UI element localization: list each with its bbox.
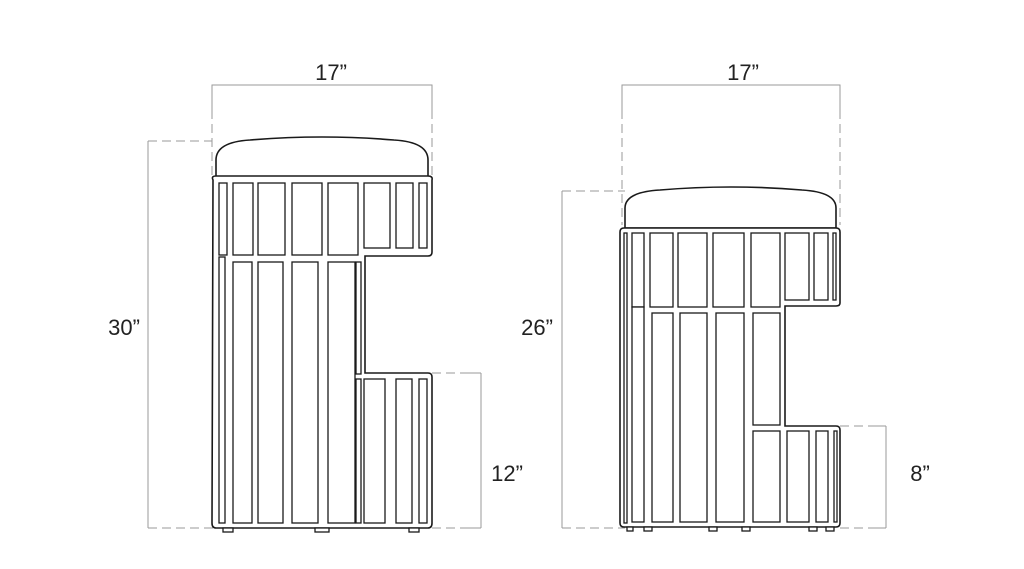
counter-stool-dimensions: 17” 26” 8” bbox=[521, 60, 930, 529]
bar-stool-drawing bbox=[211, 136, 433, 533]
feet bbox=[626, 526, 835, 532]
width-label: 17” bbox=[727, 60, 759, 85]
footrest-height-label: 8” bbox=[910, 461, 930, 486]
width-label: 17” bbox=[315, 60, 347, 85]
height-label: 26” bbox=[521, 315, 553, 340]
bar-stool-dimensions: 17” 30” 12” bbox=[108, 60, 523, 529]
feet bbox=[222, 527, 420, 533]
height-label: 30” bbox=[108, 315, 140, 340]
counter-stool-drawing bbox=[619, 186, 841, 532]
footrest-height-label: 12” bbox=[491, 461, 523, 486]
